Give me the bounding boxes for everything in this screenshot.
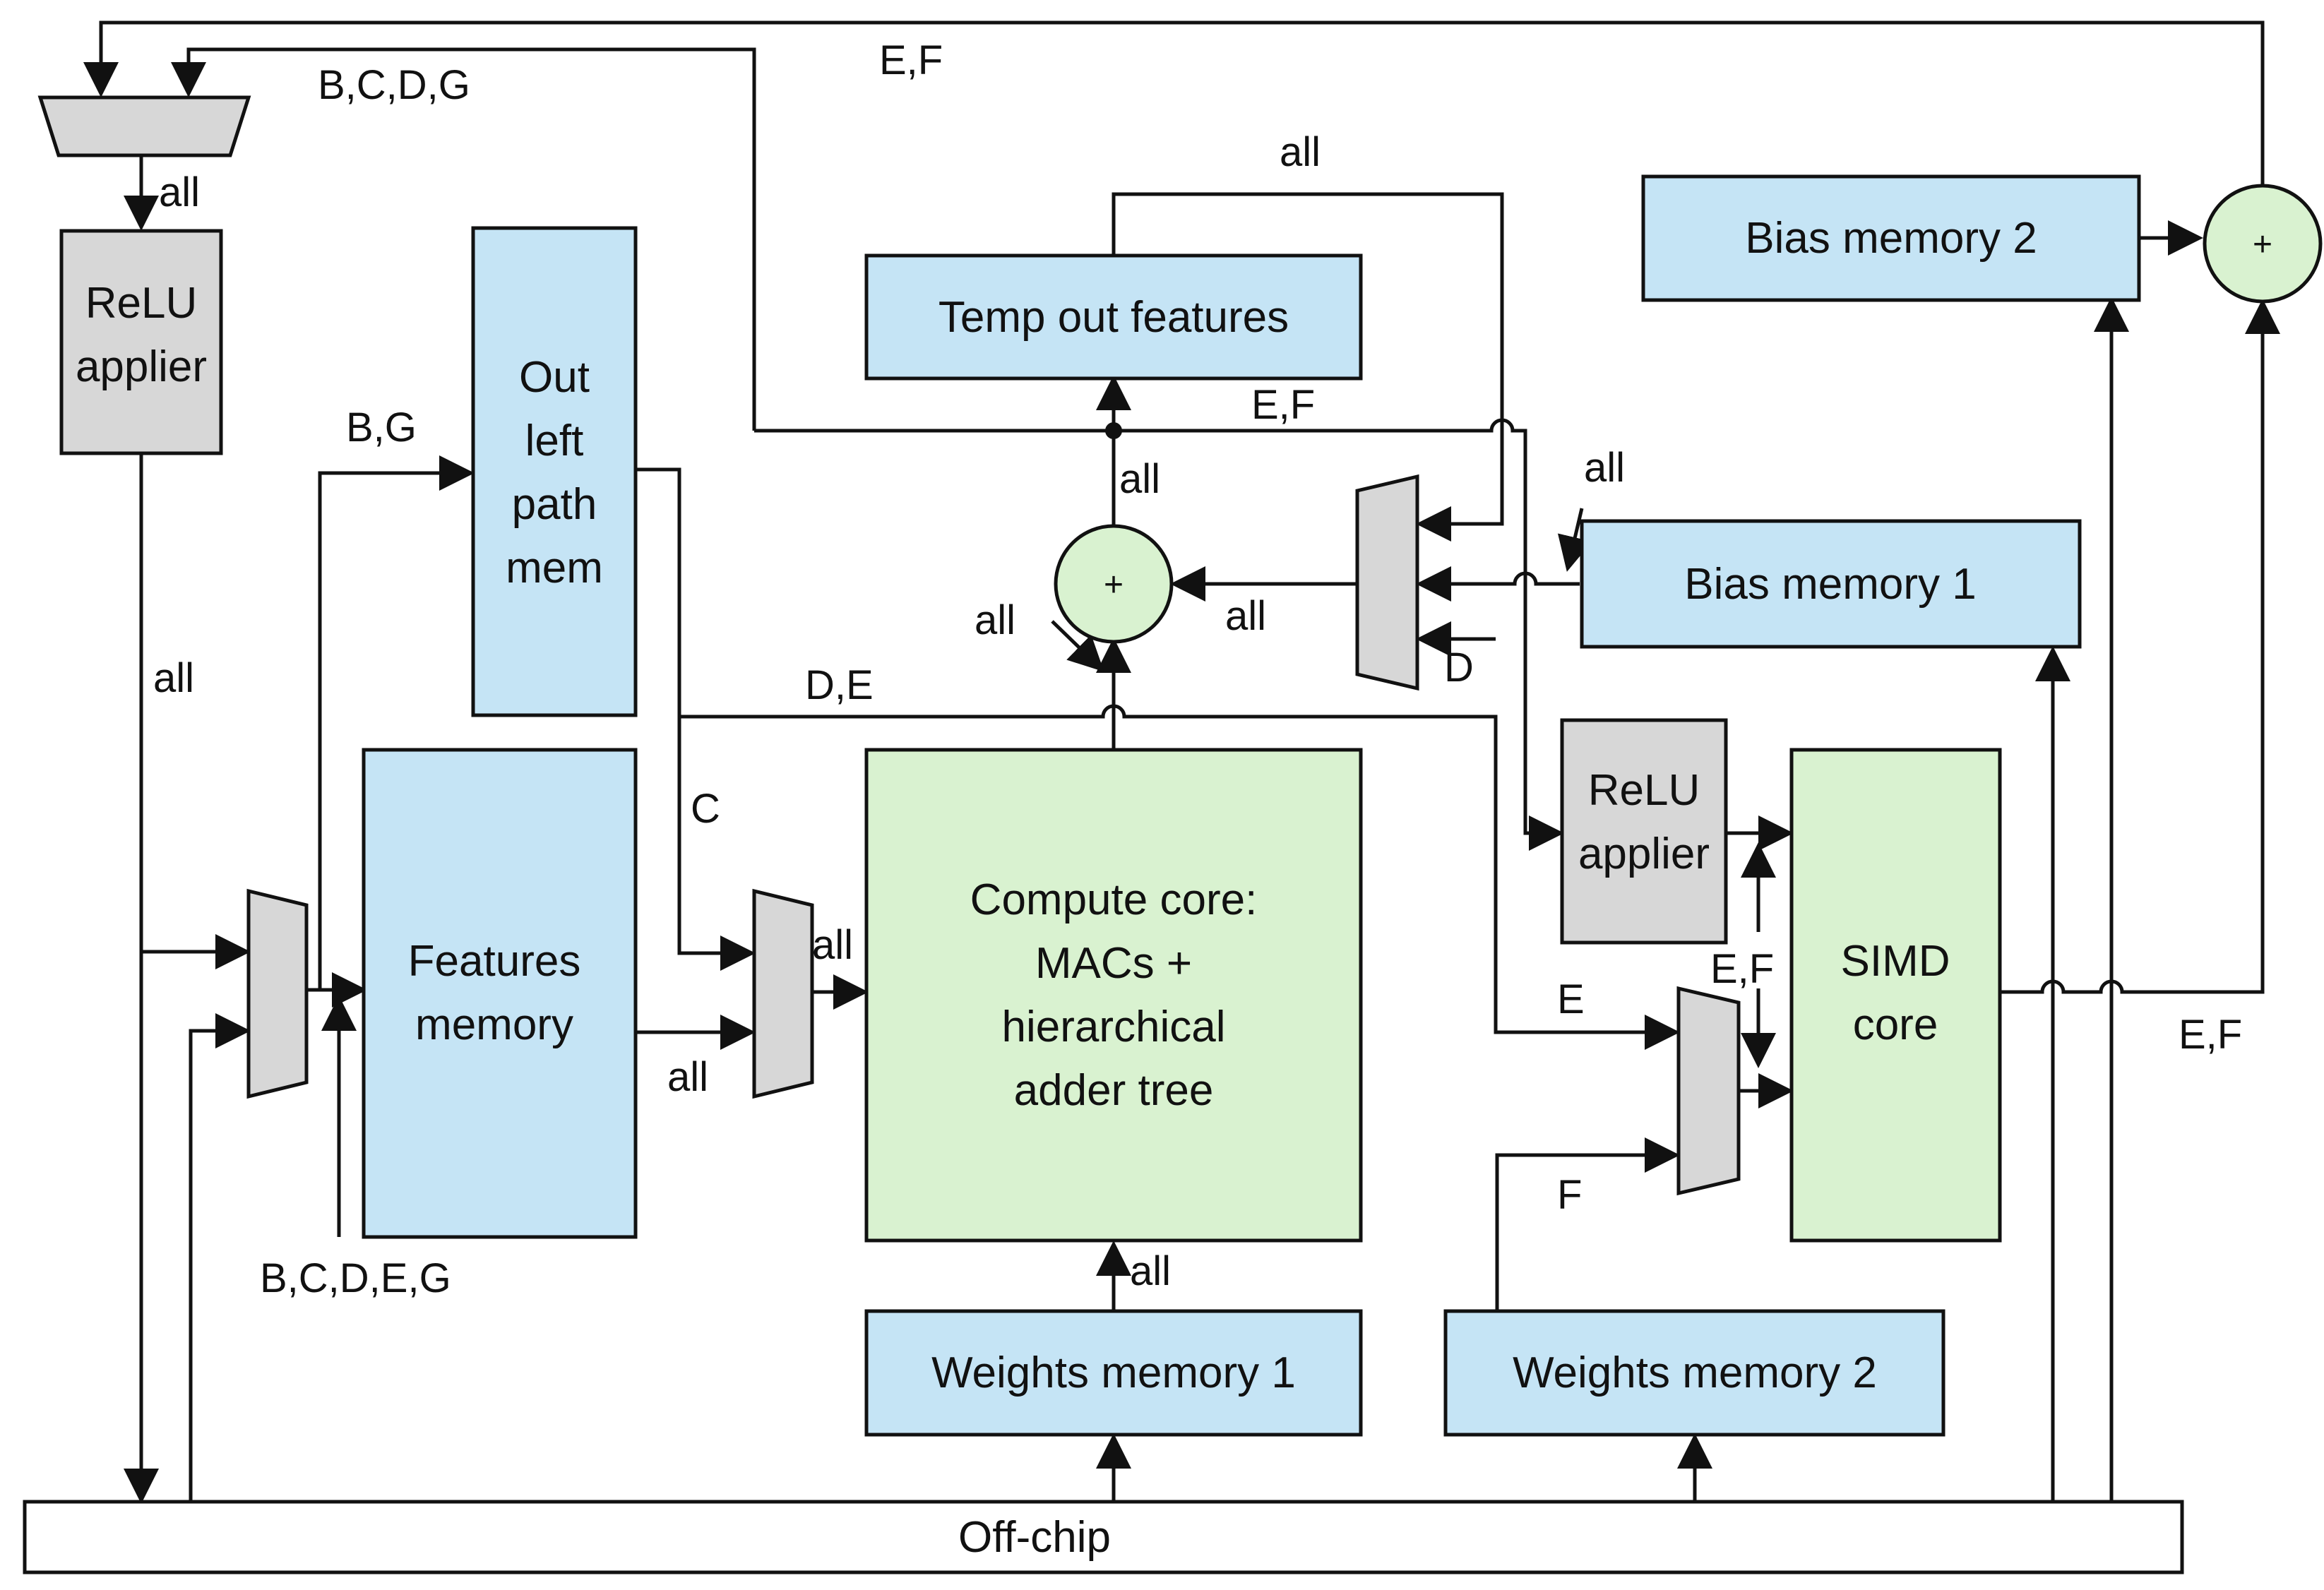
compute-line-1: Compute core: <box>970 875 1258 924</box>
label-relu-in-all: all <box>159 169 200 215</box>
relu-applier-right: ReLU applier <box>1560 718 1728 945</box>
offchip-label: Off-chip <box>958 1513 1111 1562</box>
core-input-mux <box>752 888 814 1099</box>
weights2-label: Weights memory 2 <box>1513 1349 1877 1397</box>
label-adder-out-all: all <box>1119 456 1160 502</box>
out-left-line-4: mem <box>506 544 603 592</box>
label-bg: B,G <box>346 405 417 450</box>
wire-simd-to-adder2 <box>2000 299 2280 994</box>
wire-adder-all-pointer <box>1051 620 1104 672</box>
temp-out-features: Temp out features <box>864 253 1363 381</box>
top-mux <box>37 95 251 157</box>
wire-bcdg-feedback <box>171 47 756 431</box>
out-left-path-mem: Out left path mem <box>471 226 638 717</box>
label-temp-all: all <box>1280 129 1321 175</box>
label-c: C <box>691 786 720 832</box>
wire-temp-to-biasmux <box>1112 192 1504 542</box>
bias-mux <box>1355 474 1419 691</box>
label-ef-simd: E,F <box>1710 946 1774 992</box>
adder-right: + <box>2203 184 2323 304</box>
label-top-ef: E,F <box>879 37 943 83</box>
wire-labels: B,C,D,G E,F all all B,G B,C,D,E,G C D,E … <box>153 37 2242 1301</box>
features-memory: Features memory <box>362 748 638 1239</box>
features-line-1: Features <box>408 937 581 986</box>
wire-ef-to-relu-right <box>1114 418 1564 851</box>
wire-ef-feedback <box>83 20 2265 185</box>
bias-memory-2: Bias memory 2 <box>1641 174 2141 302</box>
label-adder-in-right-all: all <box>1225 593 1266 639</box>
out-left-line-2: left <box>525 417 584 465</box>
label-ef-mid: E,F <box>1251 382 1315 428</box>
label-core-in-all: all <box>812 922 853 968</box>
wire-bg-to-outleft <box>318 455 475 990</box>
wire-de <box>679 704 1680 1050</box>
label-ef-right: E,F <box>2179 1012 2242 1058</box>
adder-center-symbol: + <box>1104 566 1124 604</box>
label-top-bcdg: B,C,D,G <box>318 62 470 108</box>
relu-left-line-2: applier <box>76 342 207 391</box>
relu-right-line-2: applier <box>1578 830 1710 878</box>
relu-applier-left: ReLU applier <box>59 229 223 455</box>
label-d: D <box>1444 645 1474 691</box>
label-bias1-all: all <box>1584 445 1625 491</box>
weights1-label: Weights memory 1 <box>931 1349 1296 1397</box>
compute-line-2: MACs + <box>1035 939 1192 988</box>
label-adder-in-left-all: all <box>975 597 1015 643</box>
wire-c-to-coremux <box>636 467 756 971</box>
bias-memory-1: Bias memory 1 <box>1580 519 2082 649</box>
relu-left-line-1: ReLU <box>85 279 198 328</box>
adder-center: + <box>1054 524 1174 644</box>
temp-out-label: Temp out features <box>938 293 1289 342</box>
simd-input-mux <box>1676 986 1741 1196</box>
simd-line-1: SIMD <box>1841 937 1950 986</box>
label-f: F <box>1557 1172 1582 1218</box>
label-left-all: all <box>153 655 194 701</box>
weights-memory-1: Weights memory 1 <box>864 1309 1363 1437</box>
wires <box>83 20 2280 1504</box>
compute-line-4: adder tree <box>1014 1066 1214 1115</box>
bias2-label: Bias memory 2 <box>1745 214 2037 263</box>
label-feat-all: all <box>667 1054 708 1100</box>
wire-offchip-to-leftmux <box>189 1013 251 1500</box>
wire-bias1-to-biasmux <box>1416 566 1580 602</box>
off-chip: Off-chip <box>23 1500 2184 1574</box>
adder-right-symbol: + <box>2253 226 2272 263</box>
bias1-label: Bias memory 1 <box>1684 560 1976 609</box>
simd-line-2: core <box>1853 1000 1938 1049</box>
label-e: E <box>1557 976 1585 1022</box>
wire-f-weights2 <box>1495 1137 1680 1310</box>
weights-memory-2: Weights memory 2 <box>1443 1309 1945 1437</box>
features-input-mux <box>246 888 309 1099</box>
label-bcdeg: B,C,D,E,G <box>260 1255 451 1301</box>
features-line-2: memory <box>415 1000 573 1049</box>
out-left-line-1: Out <box>519 353 590 402</box>
label-weights-all: all <box>1130 1248 1171 1294</box>
label-de: D,E <box>805 662 874 708</box>
compute-core: Compute core: MACs + hierarchical adder … <box>864 748 1363 1243</box>
simd-core: SIMD core <box>1789 748 2002 1243</box>
relu-right-line-1: ReLU <box>1588 766 1700 815</box>
wire-bias1-all-pointer <box>1557 508 1592 572</box>
compute-line-3: hierarchical <box>1001 1003 1225 1051</box>
out-left-line-3: path <box>512 480 597 529</box>
